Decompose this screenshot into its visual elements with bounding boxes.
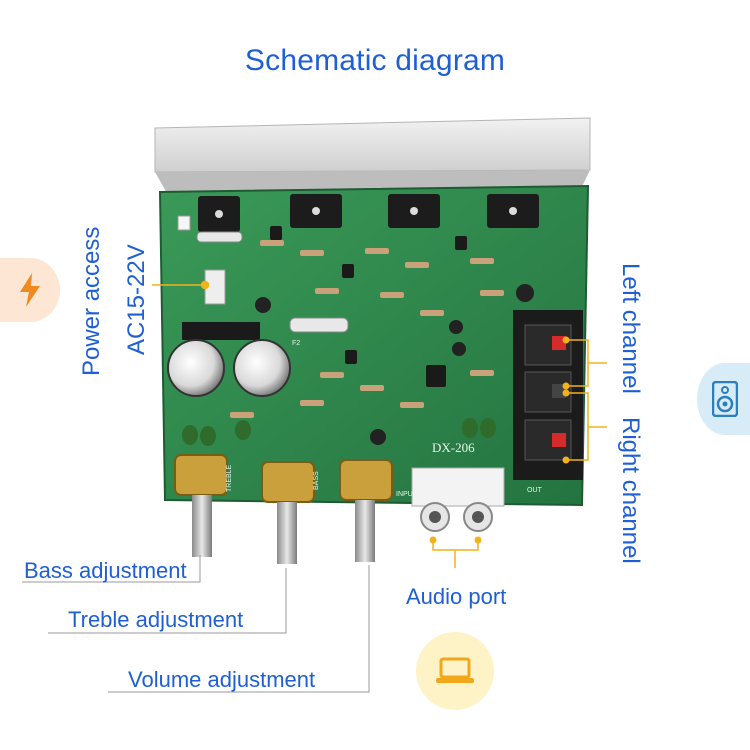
speaker-icon <box>712 381 738 417</box>
small-components <box>182 226 504 446</box>
power-access-label: Power access <box>78 226 105 376</box>
fuses <box>196 231 349 333</box>
audio-port-pointer <box>432 540 479 568</box>
page-title: Schematic diagram <box>244 44 506 77</box>
speaker-icon-circle <box>697 363 750 435</box>
power-pointer <box>152 280 210 290</box>
adjustment-leader-lines <box>22 555 370 693</box>
ac-range-label: AC15-22V <box>123 244 150 355</box>
silk-out: OUT <box>527 487 543 494</box>
right-channel-label: Right channel <box>617 417 644 564</box>
channel-pointers <box>566 339 607 461</box>
left-channel-label: Left channel <box>617 263 644 394</box>
board-model-label: DX-206 <box>432 440 475 455</box>
heat-sink <box>154 117 591 195</box>
laptop-icon <box>436 657 474 683</box>
silk-treble: TREBLE <box>226 464 233 492</box>
volume-adjustment-label: Volume adjustment <box>128 667 316 692</box>
laptop-icon-circle <box>416 632 494 710</box>
power-icon-circle <box>0 258 60 322</box>
silk-fuse: F2 <box>292 340 300 347</box>
potentiometers <box>174 454 393 564</box>
bass-adjustment-label: Bass adjustment <box>24 558 187 583</box>
silk-input: INPUT <box>396 491 418 498</box>
speaker-terminal <box>513 310 583 480</box>
treble-adjustment-label: Treble adjustment <box>68 607 244 632</box>
filter-capacitors <box>167 284 534 445</box>
lightning-bolt-icon <box>20 273 40 307</box>
audio-port-label: Audio port <box>406 584 507 609</box>
rca-input-jacks <box>411 467 505 532</box>
silk-bass: BASS <box>313 471 320 490</box>
